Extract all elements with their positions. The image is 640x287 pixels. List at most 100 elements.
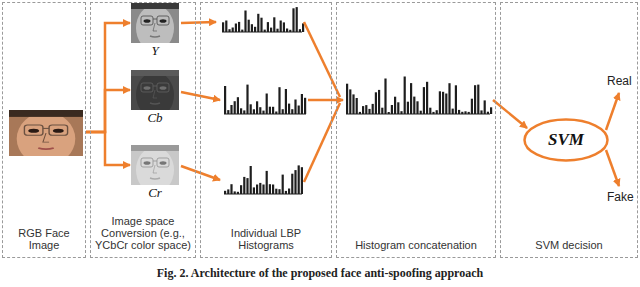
histogram-bar xyxy=(257,14,259,32)
histogram-bar xyxy=(286,29,288,33)
histogram-bar xyxy=(458,110,460,114)
histogram-bar xyxy=(246,85,248,114)
classifier-ellipse: SVM xyxy=(523,118,609,162)
stage-label: Individual LBP Histograms xyxy=(204,227,328,251)
histogram-bar xyxy=(381,108,383,114)
histogram-bar xyxy=(234,101,236,114)
face-photo xyxy=(9,110,83,165)
histogram-bar xyxy=(429,108,431,114)
histogram-bar xyxy=(384,79,386,115)
channel-label: Cr xyxy=(130,185,180,200)
flow-arrow xyxy=(606,150,619,186)
histogram-bar xyxy=(404,77,406,115)
histogram-bar xyxy=(282,175,284,194)
histogram-bar xyxy=(262,111,264,114)
histogram-bar xyxy=(243,110,245,114)
histogram-bar xyxy=(298,106,300,115)
histogram-bar xyxy=(282,109,284,114)
histogram-bar xyxy=(291,174,293,194)
histogram-bar xyxy=(250,166,252,194)
channel-label: Cb xyxy=(130,110,180,125)
channel-image: Cr xyxy=(130,145,180,203)
histogram-axis xyxy=(222,32,302,33)
histogram-bar xyxy=(244,11,246,33)
histogram-bar xyxy=(267,22,269,32)
histogram-bar xyxy=(240,185,242,194)
histogram-bar xyxy=(283,22,285,32)
histogram-bar xyxy=(448,83,450,114)
histogram-bar xyxy=(280,21,282,33)
face-image xyxy=(131,70,179,110)
histogram-bar xyxy=(426,82,428,114)
flow-arrow xyxy=(304,22,340,97)
flow-connector xyxy=(86,90,130,132)
stage-panel: Individual LBP Histograms xyxy=(200,2,332,258)
histogram-bar xyxy=(296,7,298,32)
histogram-bar xyxy=(259,107,261,114)
stage-panel: RGB Face Image xyxy=(2,2,86,258)
histogram-bar xyxy=(298,165,300,194)
figure-caption: Fig. 2. Architecture of the proposed fac… xyxy=(0,266,640,280)
stage-panel: Histogram concatenation xyxy=(336,2,496,258)
histogram-bar xyxy=(238,22,240,32)
histogram-bar xyxy=(262,185,264,195)
histogram-bar xyxy=(270,28,272,32)
histogram-bar xyxy=(273,17,275,32)
histogram-bar xyxy=(251,24,253,32)
histogram-bar xyxy=(349,89,351,114)
histogram-axis xyxy=(224,114,306,115)
histogram-bar xyxy=(375,92,377,114)
histogram-bar xyxy=(240,108,242,114)
histogram-bar xyxy=(250,104,252,114)
channel-image: Y xyxy=(130,3,180,61)
histogram-bar xyxy=(304,98,306,114)
histogram-bar xyxy=(222,22,224,32)
face-image xyxy=(131,3,179,43)
histogram-bar xyxy=(301,94,303,114)
histogram-bar xyxy=(259,183,261,194)
output-label: Real xyxy=(607,74,632,88)
histogram-bar xyxy=(269,107,271,114)
histogram-bar xyxy=(253,187,255,194)
histogram-bar xyxy=(362,106,364,114)
histogram-bar xyxy=(378,90,380,114)
histogram-bar xyxy=(294,100,296,115)
histogram-bar xyxy=(292,8,294,32)
histogram-bar xyxy=(285,89,287,114)
histogram-bar xyxy=(442,92,444,114)
channel-image: Cb xyxy=(130,70,180,128)
histogram-bar xyxy=(269,184,271,194)
histogram-bar xyxy=(278,189,280,194)
histogram-bar xyxy=(232,28,234,33)
histogram-bar xyxy=(484,100,486,114)
histogram-bar xyxy=(436,110,438,114)
histogram-bar xyxy=(372,104,374,114)
histogram-bar xyxy=(288,104,290,114)
histogram-bars xyxy=(222,7,492,194)
flow-connector xyxy=(86,132,130,165)
histogram-bar xyxy=(365,105,367,114)
histogram-bar xyxy=(253,109,255,114)
histogram-bar xyxy=(266,94,268,115)
histogram-bar xyxy=(477,85,479,114)
flow-arrow xyxy=(181,22,216,23)
histogram-bar xyxy=(474,85,476,114)
channel-label: Y xyxy=(130,43,180,58)
histogram-bar xyxy=(227,189,229,194)
histogram-bar xyxy=(445,94,447,115)
flow-arrow xyxy=(336,99,343,102)
histogram-bar xyxy=(301,167,303,194)
histogram-bar xyxy=(416,101,418,114)
histogram-bar xyxy=(413,97,415,114)
stage-label: Histogram concatenation xyxy=(355,239,477,251)
output-label: Fake xyxy=(607,190,634,204)
histogram-bar xyxy=(256,101,258,114)
histogram-bar xyxy=(356,98,358,114)
classifier-label: SVM xyxy=(548,130,584,150)
histogram-bar xyxy=(397,102,399,114)
histogram-bar xyxy=(352,94,354,114)
histogram-bar xyxy=(230,105,232,114)
histogram-bar xyxy=(260,18,262,32)
flow-arrow xyxy=(304,103,340,182)
histogram-bar xyxy=(248,20,250,32)
